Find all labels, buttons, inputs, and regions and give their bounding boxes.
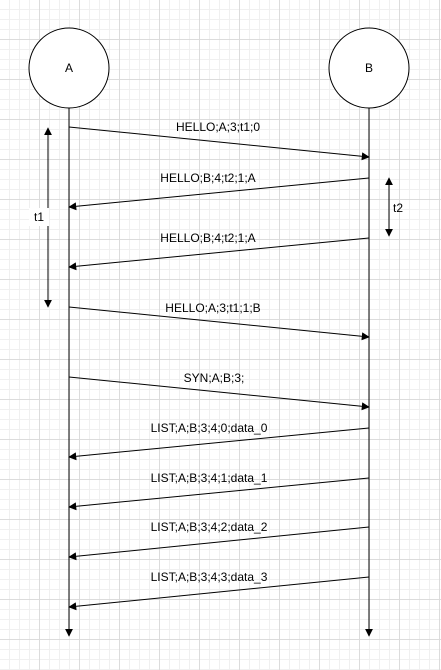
participant-b: B: [328, 27, 410, 109]
participant-a: A: [28, 27, 110, 109]
message-7: LIST;A;B;3;4;1;data_1: [68, 471, 370, 511]
message-8-label: LIST;A;B;3;4;2;data_2: [151, 520, 268, 534]
participant-a-label: A: [65, 61, 73, 75]
message-2-label: HELLO;B;4;t2;1;A: [160, 171, 255, 185]
participant-b-label: B: [365, 61, 373, 75]
message-1: HELLO;A;3;t1;0: [68, 120, 370, 161]
message-3-label: HELLO;B;4;t2;1;A: [160, 231, 255, 245]
interval-t2-label: t2: [393, 201, 403, 215]
message-3: HELLO;B;4;t2;1;A: [68, 231, 370, 271]
message-1-label: HELLO;A;3;t1;0: [176, 120, 260, 134]
message-9-label: LIST;A;B;3;4;3;data_3: [151, 570, 268, 584]
message-5-label: SYN;A;B;3;: [184, 371, 245, 385]
interval-t1: t1: [29, 127, 52, 308]
message-4: HELLO;A;3;t1;1;B: [68, 301, 370, 341]
message-6-label: LIST;A;B;3;4;0;data_0: [151, 421, 268, 435]
interval-t1-label: t1: [34, 210, 44, 224]
message-2: HELLO;B;4;t2;1;A: [68, 171, 370, 211]
message-6: LIST;A;B;3;4;0;data_0: [68, 421, 370, 461]
message-5: SYN;A;B;3;: [68, 371, 370, 411]
interval-t2: t2: [385, 177, 403, 237]
message-4-label: HELLO;A;3;t1;1;B: [165, 301, 260, 315]
message-8: LIST;A;B;3;4;2;data_2: [68, 520, 370, 561]
message-9: LIST;A;B;3;4;3;data_3: [68, 570, 370, 611]
message-7-label: LIST;A;B;3;4;1;data_1: [151, 471, 268, 485]
